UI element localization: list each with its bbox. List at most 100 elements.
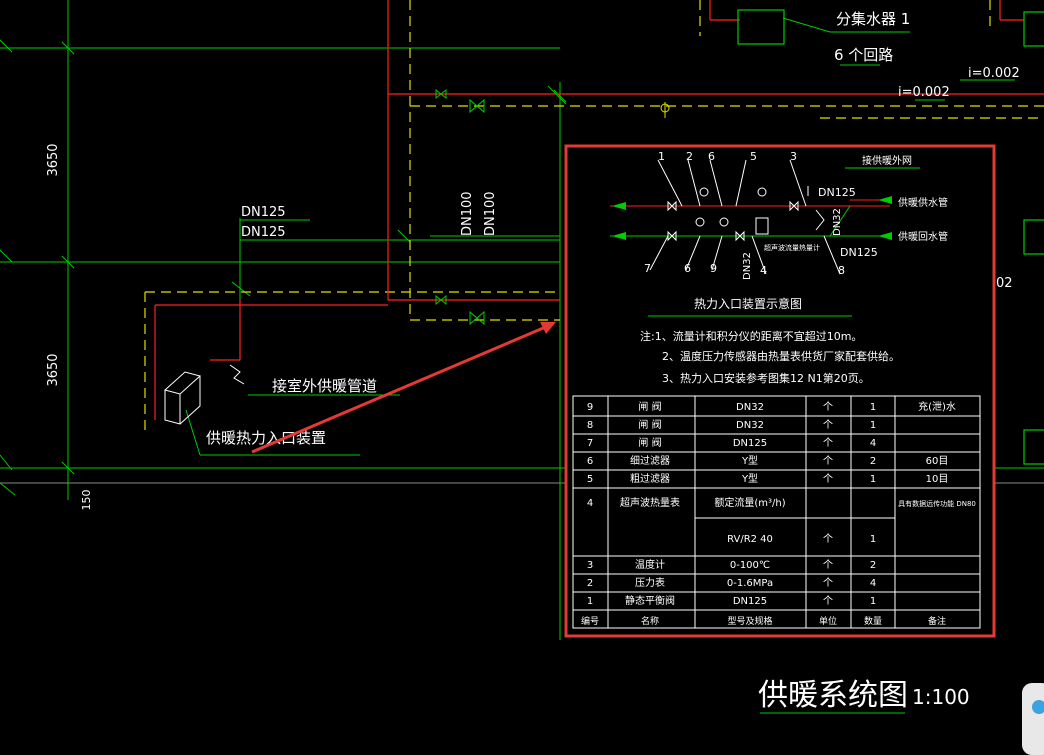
red-pipes bbox=[154, 0, 1044, 420]
table-cell: 9 bbox=[587, 402, 593, 413]
grid-lines bbox=[0, 0, 1044, 714]
table-cell: DN32 bbox=[736, 402, 764, 413]
table-cell: RV/R2 40 bbox=[727, 534, 773, 545]
table-cell: 具有数据远传功能 DN80 bbox=[898, 499, 976, 508]
table-header-cell: 单位 bbox=[819, 615, 837, 627]
table-cell: 2 bbox=[587, 578, 593, 589]
slope-label-a: i=0.002 bbox=[968, 66, 1020, 81]
table-cell: 个 bbox=[823, 473, 833, 485]
table-cell: 充(泄)水 bbox=[918, 400, 956, 413]
detail-note-3: 3、热力入口安装参考图集12 N1第20页。 bbox=[662, 371, 870, 385]
slope-label-b: i=0.002 bbox=[898, 85, 950, 100]
table-cell: 闸 阀 bbox=[638, 418, 661, 431]
table-cell: 60目 bbox=[926, 456, 949, 467]
manifold-boxes bbox=[737, 9, 1044, 465]
table-cell: 1 bbox=[870, 474, 876, 485]
table-cell: 超声波热量表 bbox=[620, 496, 680, 509]
annotation-arrow bbox=[251, 322, 556, 454]
table-cell: 1 bbox=[870, 402, 876, 413]
table-cell: 个 bbox=[823, 401, 833, 413]
detail-num-5: 5 bbox=[750, 150, 757, 163]
table-cell: 2 bbox=[870, 560, 876, 571]
table-cell: 0-1.6MPa bbox=[727, 578, 773, 589]
detail-num-8: 8 bbox=[838, 264, 845, 277]
table-cell: DN32 bbox=[736, 420, 764, 431]
detail-num-6a: 6 bbox=[708, 150, 715, 163]
drawing-scale: 1:100 bbox=[912, 685, 970, 709]
table-cell: Y型 bbox=[741, 472, 758, 485]
table-cell: 4 bbox=[870, 438, 876, 449]
table-cell: 静态平衡阀 bbox=[625, 594, 675, 607]
dn125-label-b: DN125 bbox=[241, 225, 286, 240]
drawing-title: 供暖系统图 bbox=[758, 678, 908, 713]
detail-return: 供暖回水管 bbox=[898, 230, 948, 243]
detail-num-1: 1 bbox=[658, 150, 665, 163]
table-cell: 1 bbox=[870, 420, 876, 431]
detail-to-outdoor: 接供暖外网 bbox=[862, 154, 912, 167]
dim-3650-a: 3650 bbox=[46, 143, 61, 176]
outdoor-pipe-label: 接室外供暖管道 bbox=[272, 377, 377, 395]
partial-label: 02 bbox=[996, 276, 1013, 291]
table-cell: 5 bbox=[587, 474, 593, 485]
table-cell: 压力表 bbox=[635, 576, 665, 589]
table-cell: 个 bbox=[823, 577, 833, 589]
table-cell: 粗过滤器 bbox=[630, 472, 670, 485]
table-header-cell: 型号及规格 bbox=[727, 615, 772, 627]
dn100-label-b: DN100 bbox=[483, 191, 498, 236]
table-cell: 4 bbox=[870, 578, 876, 589]
detail-num-2: 2 bbox=[686, 150, 693, 163]
table-cell: 额定流量(m³/h) bbox=[714, 496, 785, 509]
table-cell: 1 bbox=[587, 596, 593, 607]
table-cell: DN125 bbox=[733, 438, 767, 449]
detail-num-7: 7 bbox=[644, 262, 651, 275]
entry-device-box bbox=[163, 364, 245, 425]
detail-panel: 1 2 6 5 3 7 6 9 4 8 DN125 DN32 DN32 DN12… bbox=[564, 144, 996, 638]
table-cell: 10目 bbox=[926, 474, 949, 485]
table-cell: 0-100℃ bbox=[730, 560, 770, 571]
table-cell: 个 bbox=[823, 533, 833, 545]
table-cell: 3 bbox=[587, 560, 593, 571]
manifold-label: 分集水器 1 bbox=[836, 10, 910, 28]
entry-device-label: 供暖热力入口装置 bbox=[206, 429, 326, 447]
detail-note-1: 注:1、流量计和积分仪的距离不宜超过10m。 bbox=[640, 329, 862, 343]
table-header-cell: 数量 bbox=[864, 615, 882, 627]
table-cell: 个 bbox=[823, 455, 833, 467]
detail-num-9: 9 bbox=[710, 262, 717, 275]
table-header-cell: 名称 bbox=[641, 615, 659, 627]
valve-symbols bbox=[435, 85, 670, 326]
table-cell: 1 bbox=[870, 534, 876, 545]
detail-dn125-bottom: DN125 bbox=[840, 246, 878, 259]
table-cell: 2 bbox=[870, 456, 876, 467]
detail-num-6b: 6 bbox=[684, 262, 691, 275]
detail-num-4: 4 bbox=[760, 264, 767, 277]
table-cell: 8 bbox=[587, 420, 593, 431]
table-header-cell: 备注 bbox=[928, 615, 946, 627]
table-cell: 细过滤器 bbox=[630, 454, 670, 467]
detail-note-2: 2、温度压力传感器由热量表供货厂家配套供给。 bbox=[662, 349, 900, 363]
table-cell: DN125 bbox=[733, 596, 767, 607]
table-cell: 1 bbox=[870, 596, 876, 607]
table-cell: 个 bbox=[823, 437, 833, 449]
table-cell: 4 bbox=[587, 498, 593, 509]
floating-widget-icon bbox=[1032, 700, 1044, 714]
table-cell: 个 bbox=[823, 419, 833, 431]
table-cell: 6 bbox=[587, 456, 593, 467]
table-cell: 闸 阀 bbox=[638, 400, 661, 413]
table-cell: 闸 阀 bbox=[638, 436, 661, 449]
table-header-cell: 编号 bbox=[581, 615, 599, 627]
detail-dn125-top: DN125 bbox=[818, 186, 856, 199]
table-cell: 7 bbox=[587, 438, 593, 449]
detail-num-3: 3 bbox=[790, 150, 797, 163]
floating-widget[interactable] bbox=[1022, 683, 1044, 755]
dim-150: 150 bbox=[80, 490, 93, 511]
table-cell: Y型 bbox=[741, 454, 758, 467]
table-cell: 温度计 bbox=[635, 558, 665, 571]
dashed-pipes bbox=[144, 0, 1044, 430]
detail-dn32-vertical: DN32 bbox=[832, 208, 843, 236]
dn100-label-a: DN100 bbox=[460, 191, 475, 236]
loops-label: 6 个回路 bbox=[834, 46, 893, 64]
detail-heading: 热力入口装置示意图 bbox=[694, 296, 802, 311]
table-cell: 个 bbox=[823, 559, 833, 571]
dim-3650-b: 3650 bbox=[46, 353, 61, 386]
